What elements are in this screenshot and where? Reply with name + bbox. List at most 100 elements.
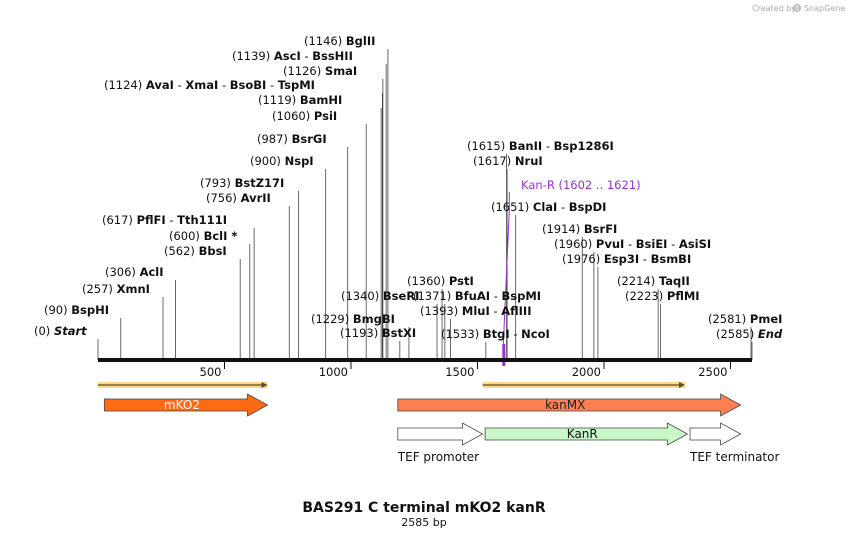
enzyme-name: TaqII [659,274,690,288]
site-position: (1960) [554,237,592,251]
site-position: (1139) [232,49,270,63]
site-label: (0) Start [34,324,87,338]
site-label: (1139) AscI - BssHII [232,49,353,63]
site-label: (2585) End [716,327,783,341]
site-position: (257) [82,282,113,296]
site-label: (562) BbsI [164,244,227,258]
enzyme-name: SmaI [325,64,357,78]
svg-text:(0) Start: (0) Start [34,324,87,338]
enzyme-name: BsmBI [651,252,692,266]
site-label: (306) AclI [105,265,164,279]
site-position: (2581) [708,312,746,326]
site-label: (1126) SmaI [283,64,357,78]
site-position: (1340) [341,289,379,303]
enzyme-name: Esp3I [604,252,639,266]
site-label: (1060) PsiI [272,109,337,123]
svg-text:(900) NspI: (900) NspI [250,154,314,168]
site-position: (793) [200,176,231,190]
enzyme-name: Bsp1286I [554,139,614,153]
site-position: (1119) [258,93,296,107]
axis-tick-label: 1500 [445,365,474,379]
site-label: (90) BspHI [44,303,109,317]
watermark-created-by: Created by [752,4,796,13]
svg-text:(1139) AscI - BssHII: (1139) AscI - BssHII [232,49,353,63]
enzyme-name: End [758,327,783,341]
site-position: (2585) [716,327,754,341]
enzyme-name: BsrGI [292,132,327,146]
feature-label: mKO2 [164,398,200,412]
feature-label: TEF terminator [689,450,779,464]
site-position: (1615) [467,139,505,153]
enzyme-name: AclI [140,265,164,279]
svg-text:(1615) BanII - Bsp1286I: (1615) BanII - Bsp1286I [467,139,614,153]
primer-name: Kan-R [521,178,555,192]
enzyme-name: MluI [462,304,490,318]
enzyme-name: BglII [346,34,376,48]
enzyme-name: BspDI [569,200,607,214]
feature-arrow [689,422,742,446]
svg-text:(306) AclI: (306) AclI [105,265,164,279]
enzyme-name: NruI [515,154,543,168]
axis-tick-label: 1000 [319,365,348,379]
svg-text:(756) AvrII: (756) AvrII [206,191,271,205]
site-position: (1060) [272,109,310,123]
enzyme-name: AvrII [241,191,271,205]
feature-kanmx: kanMX [397,393,742,417]
svg-text:(793) BstZ17I: (793) BstZ17I [200,176,284,190]
primer-kan-r: Kan-R (1602 .. 1621) [521,178,641,192]
orf-indicator [482,382,685,388]
sequence-backbone [98,358,752,362]
enzyme-name: BsrFI [584,222,617,236]
svg-text:(2585) End: (2585) End [716,327,783,341]
feature-kanr: KanR [484,422,689,446]
enzyme-name: BstXI [382,326,416,340]
site-label: (900) NspI [250,154,314,168]
site-position: (1393) [420,304,458,318]
site-label: (1119) BamHI [258,93,342,107]
enzyme-name: ClaI [533,200,557,214]
site-label: (1193) BstXI [340,326,416,340]
feature-tef-promoter: TEF promoter [397,422,484,464]
site-label: (1960) PvuI - BsiEI - AsiSI [554,237,711,251]
site-position: (90) [44,303,68,317]
site-label: (987) BsrGI [257,132,327,146]
enzyme-name: TspMI [278,78,315,92]
svg-text:(1976) Esp3I - BsmBI: (1976) Esp3I - BsmBI [562,252,691,266]
site-label: (2214) TaqII [617,274,690,288]
site-label: (1651) ClaI - BspDI [491,200,606,214]
enzyme-name: BseRI [383,289,420,303]
svg-text:Kan-R (1602 .. 1621): Kan-R (1602 .. 1621) [521,178,641,192]
site-label: (1533) BtgI - NcoI [441,327,550,341]
site-position: (1651) [491,200,529,214]
map-length: 2585 bp [401,516,446,529]
site-position: (0) [34,324,50,338]
enzyme-name: BssHII [312,49,353,63]
feature-arrow [397,393,742,417]
feature-label: KanR [567,427,598,441]
orf-indicator [98,382,268,388]
enzyme-name: XmaI [185,78,218,92]
svg-text:(1914) BsrFI: (1914) BsrFI [542,222,617,236]
site-position: (617) [102,213,133,227]
site-label: (1914) BsrFI [542,222,617,236]
enzyme-name: BspMI [502,289,542,303]
svg-text:(2214) TaqII: (2214) TaqII [617,274,690,288]
svg-text:(617) PflFI - Tth111I: (617) PflFI - Tth111I [102,213,227,227]
snapgene-logo-icon [793,4,801,12]
enzyme-name: BclI * [204,229,238,243]
site-label: (756) AvrII [206,191,271,205]
feature-arrow [103,393,269,417]
enzyme-name: XmnI [117,282,150,296]
enzyme-name: AsiSI [679,237,711,251]
svg-text:(1960) PvuI - BsiEI - Asi: (1960) PvuI - BsiEI - AsiSI [554,237,711,251]
site-position: (1126) [283,64,321,78]
site-label: (1615) BanII - Bsp1286I [467,139,614,153]
enzyme-name: Tth111I [177,213,227,227]
site-label: (617) PflFI - Tth111I [102,213,227,227]
site-label: (1360) PstI [407,274,474,288]
svg-text:(600) BclI *: (600) BclI * [169,229,237,243]
feature-mko2: mKO2 [103,393,269,417]
svg-text:(1229) BmgBI: (1229) BmgBI [311,312,395,326]
enzyme-name: BsiEI [636,237,668,251]
site-label: (1393) MluI - AflIII [420,304,532,318]
